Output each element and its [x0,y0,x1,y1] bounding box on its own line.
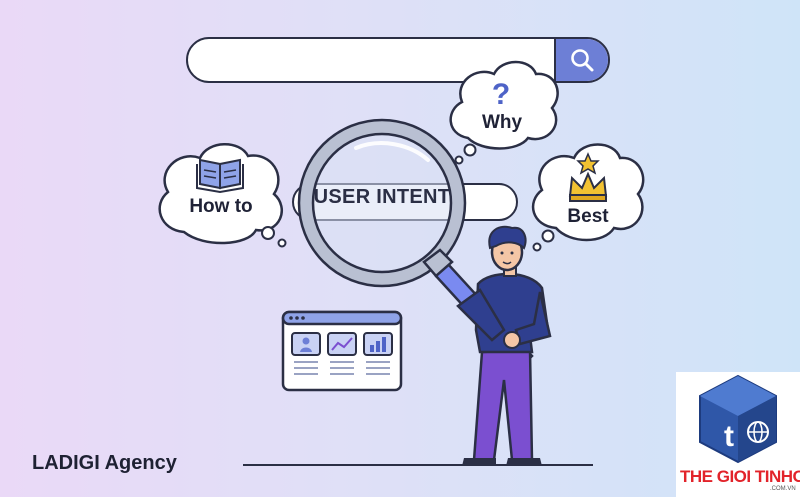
watermark-domain: .COM.VN [770,486,796,492]
svg-text:?: ? [492,78,510,111]
howto-thought-bubble [158,143,287,248]
crown-icon [568,152,608,202]
watermark-text: THE GIOI TINHOC [680,467,800,486]
ground-line [243,464,593,466]
search-icon [571,49,594,72]
why-label: Why [481,112,523,133]
agency-brand-name: LADIGI Agency [32,452,177,474]
search-bar[interactable] [186,37,610,83]
analytics-dashboard-window [281,310,403,392]
search-button[interactable] [554,39,608,81]
svg-text:t: t [724,420,734,453]
howto-label: How to [189,196,253,217]
person-figure [456,225,552,466]
user-intent-label: USER INTENT [313,186,451,208]
question-mark-icon: ? [492,78,510,111]
best-label: Best [567,206,609,227]
thegioitinhoc-logo-icon: t [699,374,777,464]
why-thought-bubble: ? [449,60,559,165]
book-icon [196,158,244,194]
best-thought-bubble [531,143,645,252]
watermark-box: t [676,372,800,497]
